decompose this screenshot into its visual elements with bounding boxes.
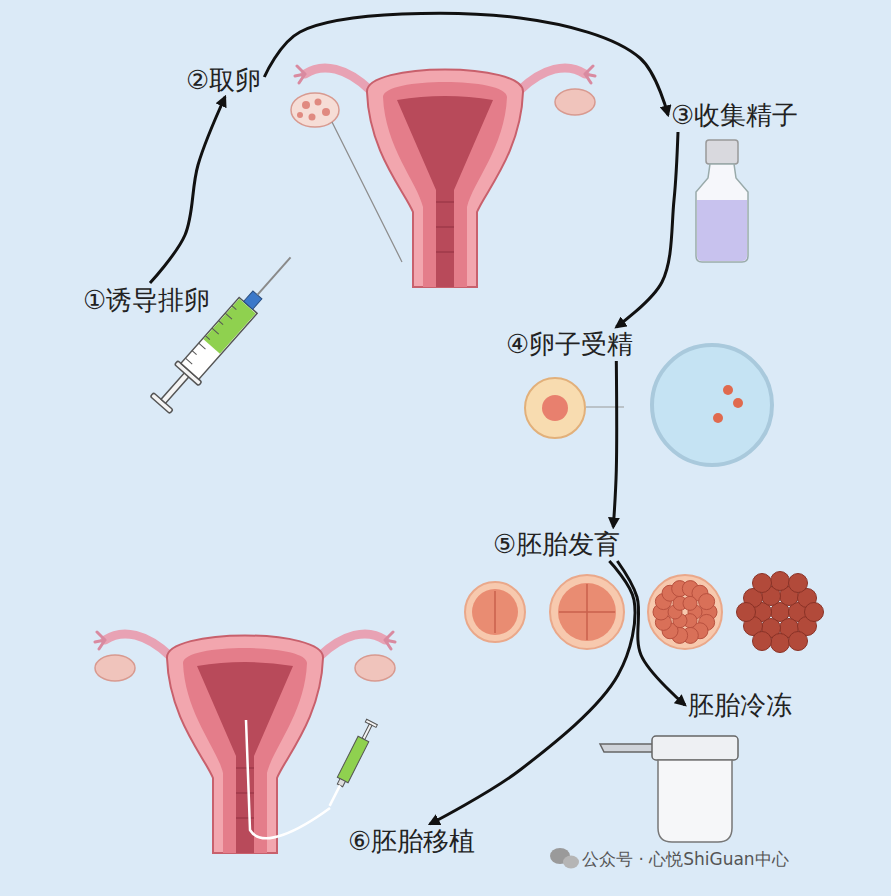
freezing-tube: [600, 736, 738, 842]
step-label: ①诱导排卵: [80, 283, 213, 317]
step-label: 胚胎冷冻: [685, 688, 795, 722]
flow-arrow: [430, 561, 635, 824]
step-label: ⑥胚胎移植: [345, 824, 478, 858]
watermark-text: 公众号 · 心悦ShiGuan中心: [582, 848, 789, 870]
step-text: 胚胎冷冻: [688, 690, 792, 720]
step-text: ③收集精子: [671, 100, 798, 130]
flow-arrow: [264, 13, 668, 115]
step-text: ⑥胚胎移植: [348, 826, 475, 856]
step-label: ④卵子受精: [503, 327, 636, 361]
egg-and-dish: [525, 345, 772, 465]
uterus-top: [291, 66, 595, 287]
step-text: ②取卵: [186, 65, 261, 95]
step-text: ①诱导排卵: [83, 285, 210, 315]
flow-arrow: [150, 97, 225, 283]
step-label: ③收集精子: [668, 98, 801, 132]
step-label: ②取卵: [183, 63, 264, 97]
flow-arrow: [616, 132, 678, 327]
sperm-bottle: [696, 140, 748, 262]
syringe: [148, 247, 303, 416]
embryos: [465, 572, 824, 653]
uterus-bottom: [95, 632, 395, 853]
transfer-syringe: [324, 719, 377, 808]
wechat-icon: [550, 848, 579, 869]
watermark: 公众号 · 心悦ShiGuan中心: [582, 848, 789, 870]
flow-arrow: [613, 361, 616, 527]
step-text: ⑤胚胎发育: [493, 529, 620, 559]
step-text: ④卵子受精: [506, 329, 633, 359]
step-label: ⑤胚胎发育: [490, 527, 623, 561]
